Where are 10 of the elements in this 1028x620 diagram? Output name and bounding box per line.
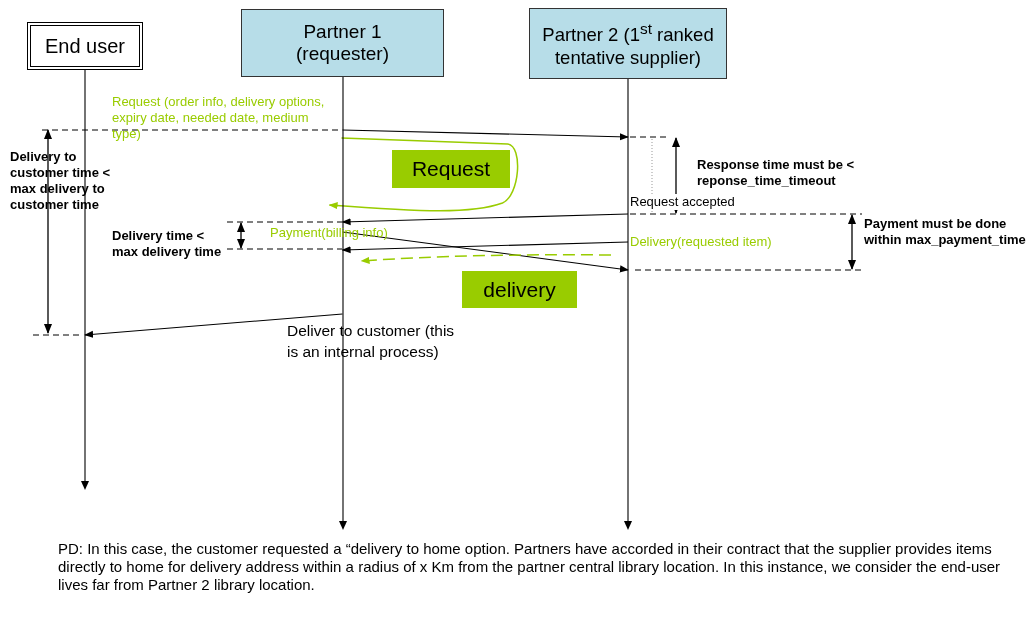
footnote: PD: In this case, the customer requested a “delivery to home option. Partners have accorded in their contract that the supplier provides items directly to home for delivery address within a radius of x Km from the partner central library location. In this instance, we consider the end-user lives far from Partner 2 library location. — [58, 540, 1002, 594]
timing-note: Delivery time < max delivery time — [112, 228, 223, 260]
timing-note: Payment must be done within max_payment_time — [864, 216, 1026, 248]
phase-label: Request — [392, 150, 510, 188]
message-label: Request (order info, delivery options, expiry date, needed date, medium type) — [112, 94, 326, 142]
message-label: Delivery(requested item) — [630, 234, 773, 250]
message-label: Deliver to customer (this is an internal process) — [287, 321, 456, 362]
phase-label: delivery — [462, 271, 577, 308]
message-label: Request accepted — [630, 194, 735, 210]
timing-note: Response time must be < reponse_time_timeout — [697, 157, 856, 189]
